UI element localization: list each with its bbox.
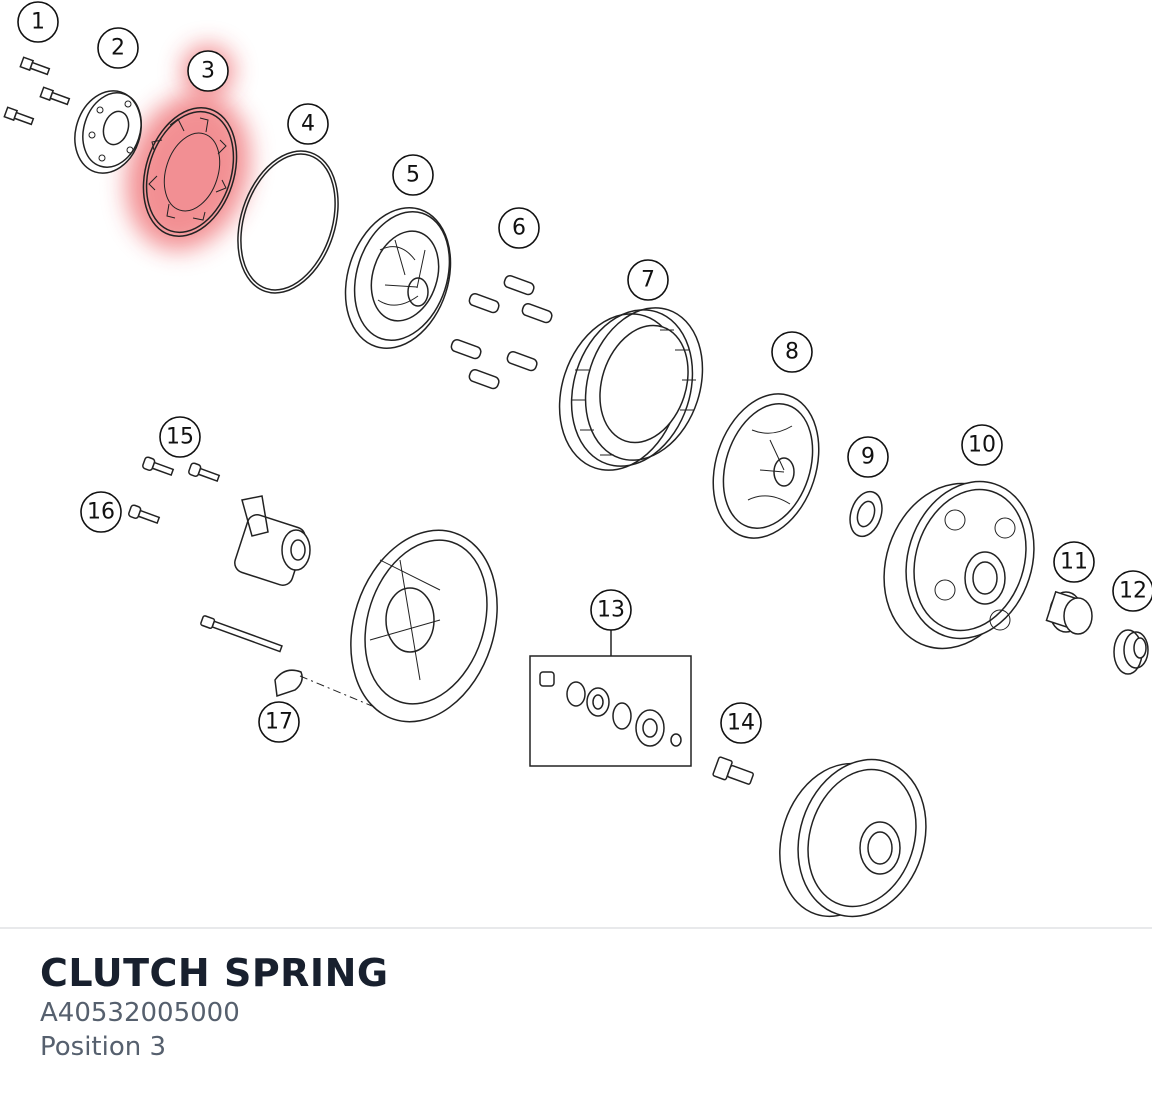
part-16-bolt[interactable] (128, 504, 161, 526)
part-name-title: CLUTCH SPRING (40, 951, 389, 995)
callout-1[interactable]: 1 (17, 1, 59, 43)
part-7-clutch-disc-pack[interactable] (540, 293, 721, 486)
callout-13[interactable]: 13 (590, 589, 632, 631)
part-clutch-basket-assembly[interactable] (761, 743, 946, 927)
callout-14[interactable]: 14 (720, 702, 762, 744)
svg-text:16: 16 (87, 500, 115, 525)
part-10-clutch-basket[interactable] (863, 465, 1053, 667)
part-clutch-cover[interactable] (327, 511, 521, 741)
part-11-bushing[interactable] (1045, 590, 1093, 635)
callout-7[interactable]: 7 (627, 259, 669, 301)
part-1-bolts[interactable] (3, 56, 71, 126)
callout-5[interactable]: 5 (392, 154, 434, 196)
part-3-clutch-spring[interactable] (128, 96, 252, 249)
svg-text:9: 9 (861, 445, 875, 470)
svg-text:5: 5 (406, 163, 420, 188)
part-2-retainer-plate[interactable] (65, 82, 152, 182)
part-6-pins[interactable] (450, 274, 553, 390)
part-17-bolt-and-clip[interactable] (200, 615, 373, 707)
svg-text:12: 12 (1119, 579, 1147, 604)
callout-4[interactable]: 4 (287, 103, 329, 145)
part-8-hub-plate[interactable] (696, 380, 837, 552)
part-15-bolts[interactable] (142, 456, 221, 484)
part-9-washer[interactable] (845, 487, 888, 540)
svg-text:8: 8 (785, 340, 799, 365)
callout-8[interactable]: 8 (771, 331, 813, 373)
svg-text:10: 10 (968, 433, 996, 458)
svg-text:1: 1 (31, 10, 45, 35)
svg-text:13: 13 (597, 598, 625, 623)
footer-divider (0, 927, 1152, 929)
svg-text:15: 15 (166, 425, 194, 450)
part-release-cylinder[interactable] (232, 495, 311, 588)
callout-9[interactable]: 9 (847, 436, 889, 478)
part-position: Position 3 (40, 1032, 167, 1062)
svg-text:11: 11 (1060, 550, 1088, 575)
callout-11[interactable]: 11 (1053, 541, 1095, 583)
part-13-repair-kit[interactable] (529, 630, 692, 767)
svg-text:4: 4 (301, 112, 315, 137)
svg-text:14: 14 (727, 711, 755, 736)
callout-16[interactable]: 16 (80, 491, 122, 533)
part-4-o-ring[interactable] (221, 138, 356, 306)
part-12-spacer[interactable] (1113, 629, 1149, 675)
callout-12[interactable]: 12 (1112, 570, 1152, 612)
svg-text:17: 17 (265, 710, 293, 735)
part-5-pressure-plate[interactable] (328, 194, 468, 362)
part-number: A40532005000 (40, 998, 240, 1028)
svg-text:6: 6 (512, 216, 526, 241)
svg-text:7: 7 (641, 268, 655, 293)
part-14-bolt[interactable] (712, 756, 756, 789)
callout-6[interactable]: 6 (498, 207, 540, 249)
callout-2[interactable]: 2 (97, 27, 139, 69)
svg-text:2: 2 (111, 36, 125, 61)
callout-10[interactable]: 10 (961, 424, 1003, 466)
exploded-parts-diagram: 1 2 3 4 5 6 7 8 9 10 11 12 13 14 15 16 1… (3, 1, 1152, 927)
callout-3[interactable]: 3 (187, 50, 229, 92)
svg-text:3: 3 (201, 59, 215, 84)
callout-17[interactable]: 17 (258, 701, 300, 743)
callout-15[interactable]: 15 (159, 416, 201, 458)
part-info-panel: CLUTCH SPRING A40532005000 Position 3 (40, 950, 389, 1064)
